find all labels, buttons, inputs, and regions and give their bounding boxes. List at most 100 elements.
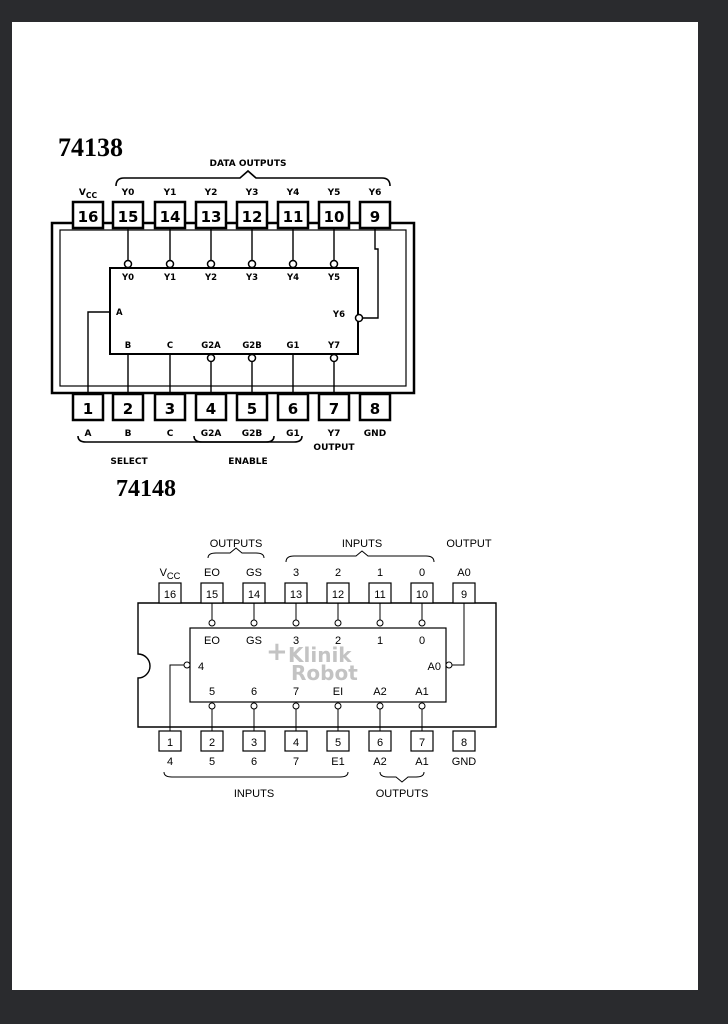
inner-label-Y7: Y7: [327, 341, 340, 351]
inversion-bubble-EI: [334, 702, 342, 710]
inversion-bubble-G2B: [247, 353, 257, 363]
ic-74148: 74148 OUTPUTS INPUTS OUTPUT 16VCC15EO14G…: [116, 476, 497, 800]
pin-box-1: [71, 392, 105, 422]
inversion-bubble-4: [183, 661, 191, 669]
pin-label-2: B: [125, 429, 132, 439]
pin-label-8: GND: [452, 756, 477, 768]
inner-label-3: 3: [293, 635, 299, 647]
outputs-top-label: OUTPUTS: [210, 538, 263, 550]
pin-box-9: [358, 200, 392, 230]
ic-74138-inner-right-label: Y6: [332, 310, 345, 320]
output-top-label: OUTPUT: [446, 538, 492, 550]
wire-A0: [452, 603, 465, 666]
inversion-bubble-A1: [418, 702, 426, 710]
pin-label-5: G2B: [242, 429, 263, 439]
pin-number-8: 8: [370, 400, 380, 418]
pin-number-13: 13: [290, 589, 302, 601]
pin-box-6: [276, 392, 310, 422]
pin-number-4: 4: [293, 737, 299, 749]
inversion-bubble-GS: [250, 619, 258, 627]
inversion-bubble-Y2: [206, 259, 216, 269]
pin-label-3: C: [167, 429, 174, 439]
pin-box-8: [452, 730, 476, 752]
inner-label-7: 7: [293, 686, 299, 698]
watermark-plus-icon: +: [266, 637, 288, 667]
pin-label-6: G1: [286, 429, 300, 439]
select-brace: [77, 435, 275, 443]
pin-label-11: Y4: [286, 188, 300, 198]
pin-box-16: [71, 200, 105, 230]
pin-label-11: 1: [377, 567, 383, 579]
inner-label-Y0: Y0: [121, 273, 134, 283]
pin-label-10: Y5: [327, 188, 341, 198]
pin-number-15: 15: [206, 589, 218, 601]
pin-number-10: 10: [416, 589, 428, 601]
pin-label-8: GND: [364, 429, 386, 439]
inputs-top-label: INPUTS: [342, 538, 382, 550]
data-outputs-label: DATA OUTPUTS: [210, 159, 287, 169]
pin-label-6: A2: [373, 756, 386, 768]
pin-number-16: 16: [164, 589, 176, 601]
pin-label-4: G2A: [201, 429, 222, 439]
pin-number-2: 2: [209, 737, 215, 749]
pin-number-5: 5: [247, 400, 257, 418]
outputs-top-brace: [207, 547, 265, 559]
pin-label-5: E1: [331, 756, 344, 768]
wire-A: [87, 311, 110, 394]
inversion-bubble-Y5: [329, 259, 339, 269]
pin-number-15: 15: [118, 208, 139, 226]
pin-label-14: GS: [246, 567, 262, 579]
pin-number-3: 3: [165, 400, 175, 418]
inner-label-0: 0: [419, 635, 425, 647]
inversion-bubble-1: [376, 619, 384, 627]
inner-label-Y3: Y3: [245, 273, 258, 283]
pin-number-7: 7: [419, 737, 425, 749]
inversion-bubble-EO: [208, 619, 216, 627]
pin-label-10: 0: [419, 567, 425, 579]
pin-number-13: 13: [201, 208, 222, 226]
pin-box-16: [158, 582, 182, 604]
watermark-line1: Klinik: [288, 643, 352, 667]
inner-label-G2B: G2B: [242, 341, 261, 351]
pin-number-11: 11: [283, 208, 304, 226]
pin-number-9: 9: [370, 208, 380, 226]
inner-label-Y4: Y4: [286, 273, 299, 283]
enable-brace: [193, 435, 303, 443]
pin-number-1: 1: [83, 400, 93, 418]
enable-label: ENABLE: [228, 457, 267, 467]
inner-label-6: 6: [251, 686, 257, 698]
pin-label-9: A0: [457, 567, 470, 579]
inner-label-G2A: G2A: [201, 341, 221, 351]
inversion-bubble-Y1: [165, 259, 175, 269]
pin-number-9: 9: [461, 589, 467, 601]
pin-label-16-subscript: CC: [167, 571, 181, 581]
pin-number-2: 2: [123, 400, 133, 418]
pin-number-14: 14: [160, 208, 181, 226]
inputs-bottom-brace: [163, 771, 349, 778]
ic-74138-title: 74138: [58, 133, 123, 162]
pin-number-7: 7: [329, 400, 339, 418]
ic-74138-inner-left-label: A: [116, 308, 123, 318]
inner-label-Y1: Y1: [163, 273, 176, 283]
inner-label-B: B: [125, 341, 131, 351]
pin-label-9: Y6: [368, 188, 382, 198]
inner-label-GS: GS: [246, 635, 262, 647]
pin-label-4: 7: [293, 756, 299, 768]
pin-number-16: 16: [78, 208, 99, 226]
inner-label-C: C: [167, 341, 173, 351]
pin-number-11: 11: [374, 589, 385, 601]
watermark-logo: + Klinik Robot: [266, 637, 358, 685]
pin-number-6: 6: [377, 737, 383, 749]
pin-label-16: VCC: [79, 188, 98, 200]
pin-label-12: 2: [335, 567, 341, 579]
output-label: OUTPUT: [313, 443, 355, 453]
outputs-bottom-label: OUTPUTS: [376, 788, 429, 800]
inner-label-A2: A2: [373, 686, 386, 698]
ic-74138: 74138 DATA OUTPUTS 16VCC15Y014Y113Y212Y3…: [50, 133, 416, 467]
pin-number-14: 14: [248, 589, 260, 601]
inner-label-Y5: Y5: [327, 273, 340, 283]
pin-box-3: [153, 392, 187, 422]
